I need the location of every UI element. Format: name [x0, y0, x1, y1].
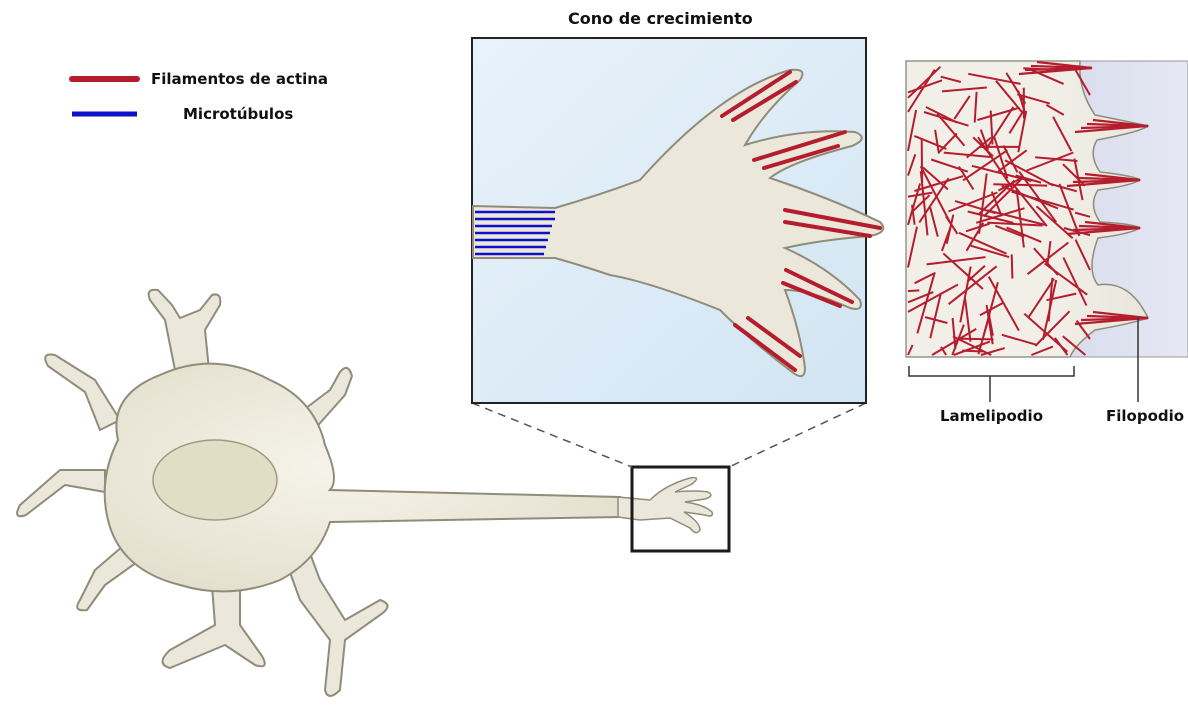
actin-filament: [1012, 254, 1013, 278]
legend-actin-label: Filamentos de actina: [151, 70, 328, 88]
filopodium-label: Filopodio: [1106, 407, 1184, 425]
lamellipodium-label: Lamelipodio: [940, 407, 1043, 425]
growth-cone-panel: [472, 38, 883, 403]
lamellipodium-panel: [906, 61, 1188, 357]
lamellipodium-bracket: [909, 366, 1074, 402]
legend: Filamentos de actina Microtúbulos: [72, 70, 328, 123]
dendrite: [45, 354, 120, 430]
actin-filament: [957, 339, 993, 340]
actin-filament: [993, 184, 1047, 185]
microtubule-bundle: [475, 212, 555, 254]
nucleus: [153, 440, 277, 520]
dendrite: [17, 470, 105, 516]
actin-filament: [908, 290, 919, 291]
legend-microtubule-label: Microtúbulos: [183, 105, 293, 123]
growth-cone-title: Cono de crecimiento: [568, 9, 753, 28]
actin-filament: [962, 351, 983, 352]
zoom-lines: [472, 403, 866, 467]
